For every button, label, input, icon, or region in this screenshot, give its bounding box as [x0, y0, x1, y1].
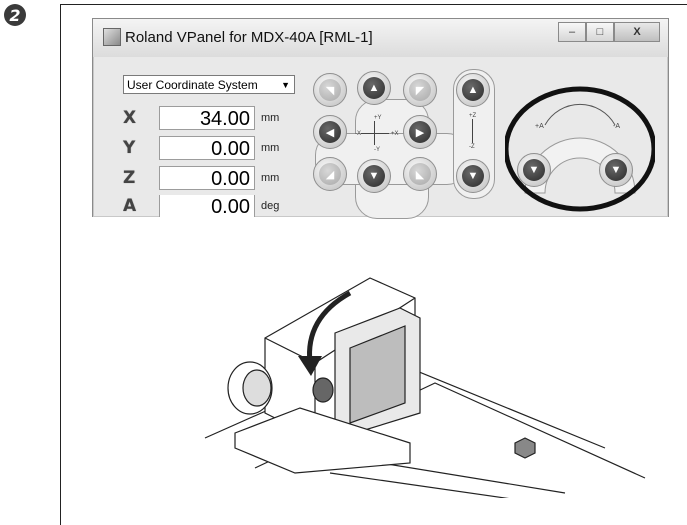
triangle-left-icon: ◀	[319, 121, 341, 143]
coord-value-a: 0.00	[159, 195, 255, 217]
coord-unit: mm	[261, 142, 280, 154]
coord-row-y: Y 0.00 mm	[123, 135, 279, 161]
axis-label: X	[123, 108, 137, 128]
jog-minus-x-button[interactable]: ◀	[313, 115, 347, 149]
minimize-button[interactable]: –	[558, 22, 586, 42]
triangle-down-icon: ▼	[363, 165, 385, 187]
coord-row-z: Z 0.00 mm	[123, 165, 279, 191]
plus-x-label: +X	[391, 131, 399, 137]
a-jog-arc	[505, 86, 655, 212]
triangle-up-icon: ▲	[363, 77, 385, 99]
jog-minus-a-button[interactable]: ▼	[599, 153, 633, 187]
jog-plus-z-button[interactable]: ▲	[456, 73, 490, 107]
axis-label: Y	[123, 138, 136, 158]
coord-value-z: 0.00	[159, 166, 255, 190]
plus-a-label: +A	[535, 123, 544, 130]
coordinate-system-value: User Coordinate System	[127, 78, 258, 92]
triangle-right-icon: ▶	[409, 121, 431, 143]
minus-y-label: -Y	[374, 147, 380, 153]
coord-row-a: A 0.00 deg	[123, 195, 279, 217]
jog-minus-z-button[interactable]: ▼	[456, 159, 490, 193]
z-axis-line	[472, 119, 473, 143]
step-frame	[60, 4, 687, 525]
vpanel-window: Roland VPanel for MDX-40A [RML-1] – □ X …	[92, 18, 669, 219]
jog-xy-minus-x-plus-y-button[interactable]: ◥	[313, 73, 347, 107]
coord-row-x: X 34.00 mm	[123, 105, 279, 131]
coord-value-x: 34.00	[159, 106, 255, 130]
window-title: Roland VPanel for MDX-40A [RML-1]	[125, 29, 373, 46]
minus-x-label: -X	[355, 131, 361, 137]
arrow-down-left-icon: ◣	[409, 163, 431, 185]
coordinate-system-select[interactable]: User Coordinate System ▼	[123, 75, 295, 94]
minus-z-label: -Z	[469, 144, 475, 150]
triangle-up-icon: ▲	[462, 79, 484, 101]
chevron-down-icon: ▼	[281, 80, 290, 90]
jog-minus-x-minus-y-button[interactable]: ◢	[313, 157, 347, 191]
rotary-axis-illustration	[204, 277, 646, 498]
app-icon	[103, 28, 121, 46]
triangle-down-icon: ▼	[605, 159, 627, 181]
coord-unit: mm	[261, 112, 280, 124]
arrow-up-right-icon: ◥	[319, 79, 341, 101]
jog-plus-a-button[interactable]: ▼	[517, 153, 551, 187]
title-bar[interactable]: Roland VPanel for MDX-40A [RML-1] – □ X	[93, 19, 668, 57]
jog-plus-y-button[interactable]: ▲	[357, 71, 391, 105]
jog-minus-y-button[interactable]: ▼	[357, 159, 391, 193]
triangle-down-icon: ▼	[523, 159, 545, 181]
jog-plus-x-button[interactable]: ▶	[403, 115, 437, 149]
axis-label: A	[123, 196, 137, 216]
arrow-down-right-icon: ◢	[319, 163, 341, 185]
jog-plus-x-minus-y-button[interactable]: ◣	[403, 157, 437, 191]
arrow-head-icon	[298, 356, 322, 376]
step-number-badge: 2	[4, 4, 26, 26]
triangle-down-icon: ▼	[462, 165, 484, 187]
plus-z-label: +Z	[469, 113, 477, 119]
arrow-up-left-icon: ◤	[409, 79, 431, 101]
coord-value-y: 0.00	[159, 136, 255, 160]
rotation-arrow-icon	[307, 290, 352, 364]
minus-a-label: -A	[613, 123, 620, 130]
coord-unit: deg	[261, 200, 280, 212]
maximize-button[interactable]: □	[586, 22, 614, 42]
coord-unit: mm	[261, 172, 280, 184]
close-button[interactable]: X	[614, 22, 660, 42]
crosshair-icon	[355, 115, 395, 151]
axis-label: Z	[123, 168, 136, 188]
jog-plus-x-plus-y-button[interactable]: ◤	[403, 73, 437, 107]
plus-y-label: +Y	[374, 115, 382, 121]
